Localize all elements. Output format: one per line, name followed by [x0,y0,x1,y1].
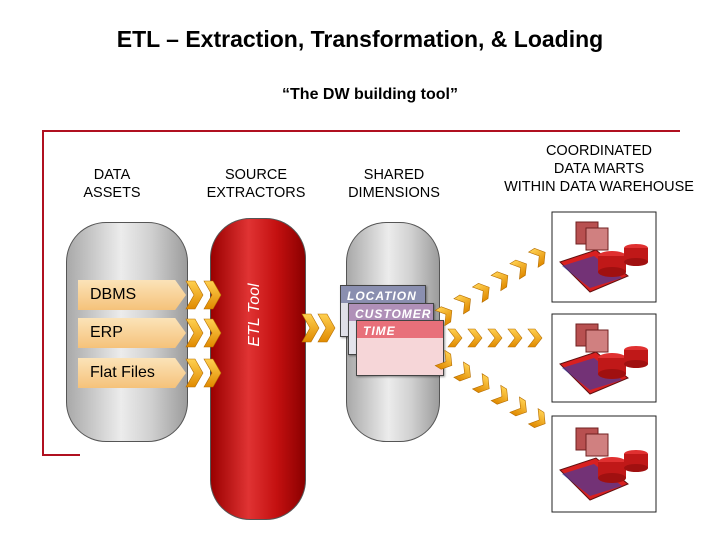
etl-tool-pill [210,218,306,520]
source-flat-files: Flat Files [78,358,186,388]
arrow-to-mart-middle [447,328,543,348]
data-mart-icon-top [551,211,657,303]
dimension-card-time: TIME [356,320,444,376]
arrow-to-mart-bottom [434,350,551,432]
frame-top-rule [42,130,680,132]
arrow-erp [185,318,222,348]
source-erp: ERP [78,318,186,348]
page-title: ETL – Extraction, Transformation, & Load… [116,26,604,52]
data-mart-icon-bottom [551,415,657,513]
data-mart-icon-middle [551,313,657,403]
heading-source-extractors: SOURCE EXTRACTORS [206,167,306,201]
source-dbms: DBMS [78,280,186,310]
heading-shared-dimensions: SHARED DIMENSIONS [348,167,440,201]
arrow-etl-to-dimensions [301,313,336,343]
frame-left-rule [42,130,44,456]
page-subtitle: “The DW building tool” [282,86,458,103]
arrow-dbms [185,280,222,310]
arrow-to-mart-top [434,244,551,326]
frame-bottom-rule [42,454,80,456]
heading-coordinated-data-marts: COORDINATED DATA MARTS WITHIN DATA WAREH… [504,143,694,195]
arrow-flat-files [185,358,222,388]
heading-data-assets: DATA ASSETS [83,167,141,201]
